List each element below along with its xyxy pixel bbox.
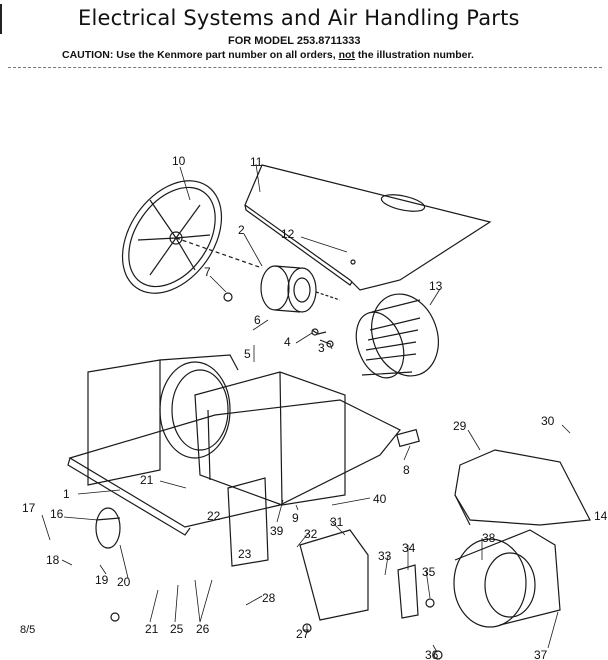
callout-20: 20 (117, 575, 131, 589)
callout-32: 32 (304, 527, 318, 541)
callout-1: 1 (63, 487, 70, 501)
callout-34: 34 (402, 541, 416, 555)
callout-9: 9 (292, 511, 299, 525)
motor-drawing (223, 265, 341, 348)
page-title: Electrical Systems and Air Handling Part… (78, 6, 520, 30)
callout-28: 28 (262, 591, 276, 605)
callout-19: 19 (95, 573, 109, 587)
callout-39: 39 (270, 524, 284, 538)
caution-suffix: the illustration number. (357, 49, 474, 61)
page-code: 8/5 (20, 624, 36, 636)
caution-note: CAUTION: Use the Kenmore part number on … (62, 49, 474, 61)
top-cover-drawing (244, 164, 492, 291)
leader-lines (41, 163, 571, 653)
control-parts-drawing (95, 477, 443, 660)
callout-4: 4 (284, 335, 291, 349)
caution-emphasis: not (338, 49, 355, 61)
callout-8: 8 (403, 463, 410, 477)
callout-26: 26 (196, 622, 210, 636)
callout-23: 23 (238, 547, 252, 561)
callout-36: 36 (425, 648, 439, 660)
callout-40: 40 (373, 492, 387, 506)
callout-31: 31 (330, 515, 344, 529)
margin-bar (0, 4, 2, 34)
callout-12: 12 (281, 227, 295, 241)
callout-3: 3 (318, 341, 325, 355)
blower-housing-drawing (453, 449, 591, 628)
callout-7: 7 (204, 265, 211, 279)
base-pan-and-housing (67, 354, 420, 536)
callout-labels: 10 11 2 12 7 13 6 5 4 3 30 29 8 21 1 40 … (22, 154, 608, 660)
callout-5: 5 (244, 347, 251, 361)
blower-wheel-drawing (355, 293, 439, 379)
callout-33: 33 (378, 549, 392, 563)
callout-21-upper: 21 (140, 473, 154, 487)
callout-38: 38 (482, 531, 496, 545)
callout-17: 17 (22, 501, 36, 515)
callout-11: 11 (250, 155, 263, 169)
callout-14: 14 (594, 509, 608, 523)
callout-2: 2 (238, 223, 245, 237)
fan-blade-drawing (121, 180, 263, 294)
callout-13: 13 (429, 279, 443, 293)
header-divider (8, 67, 602, 68)
callout-22: 22 (207, 509, 221, 523)
callout-25: 25 (170, 622, 184, 636)
callout-30: 30 (541, 414, 555, 428)
callout-35: 35 (422, 565, 436, 579)
callout-6: 6 (254, 313, 261, 327)
model-line: FOR MODEL 253.8711333 (228, 35, 361, 47)
caution-prefix: CAUTION: Use the Kenmore part number on … (62, 49, 336, 61)
callout-37: 37 (534, 648, 548, 660)
callout-16: 16 (50, 507, 64, 521)
callout-10: 10 (172, 154, 186, 168)
callout-21-lower: 21 (145, 622, 159, 636)
callout-29: 29 (453, 419, 467, 433)
callout-27: 27 (296, 627, 310, 641)
callout-18: 18 (46, 553, 60, 567)
